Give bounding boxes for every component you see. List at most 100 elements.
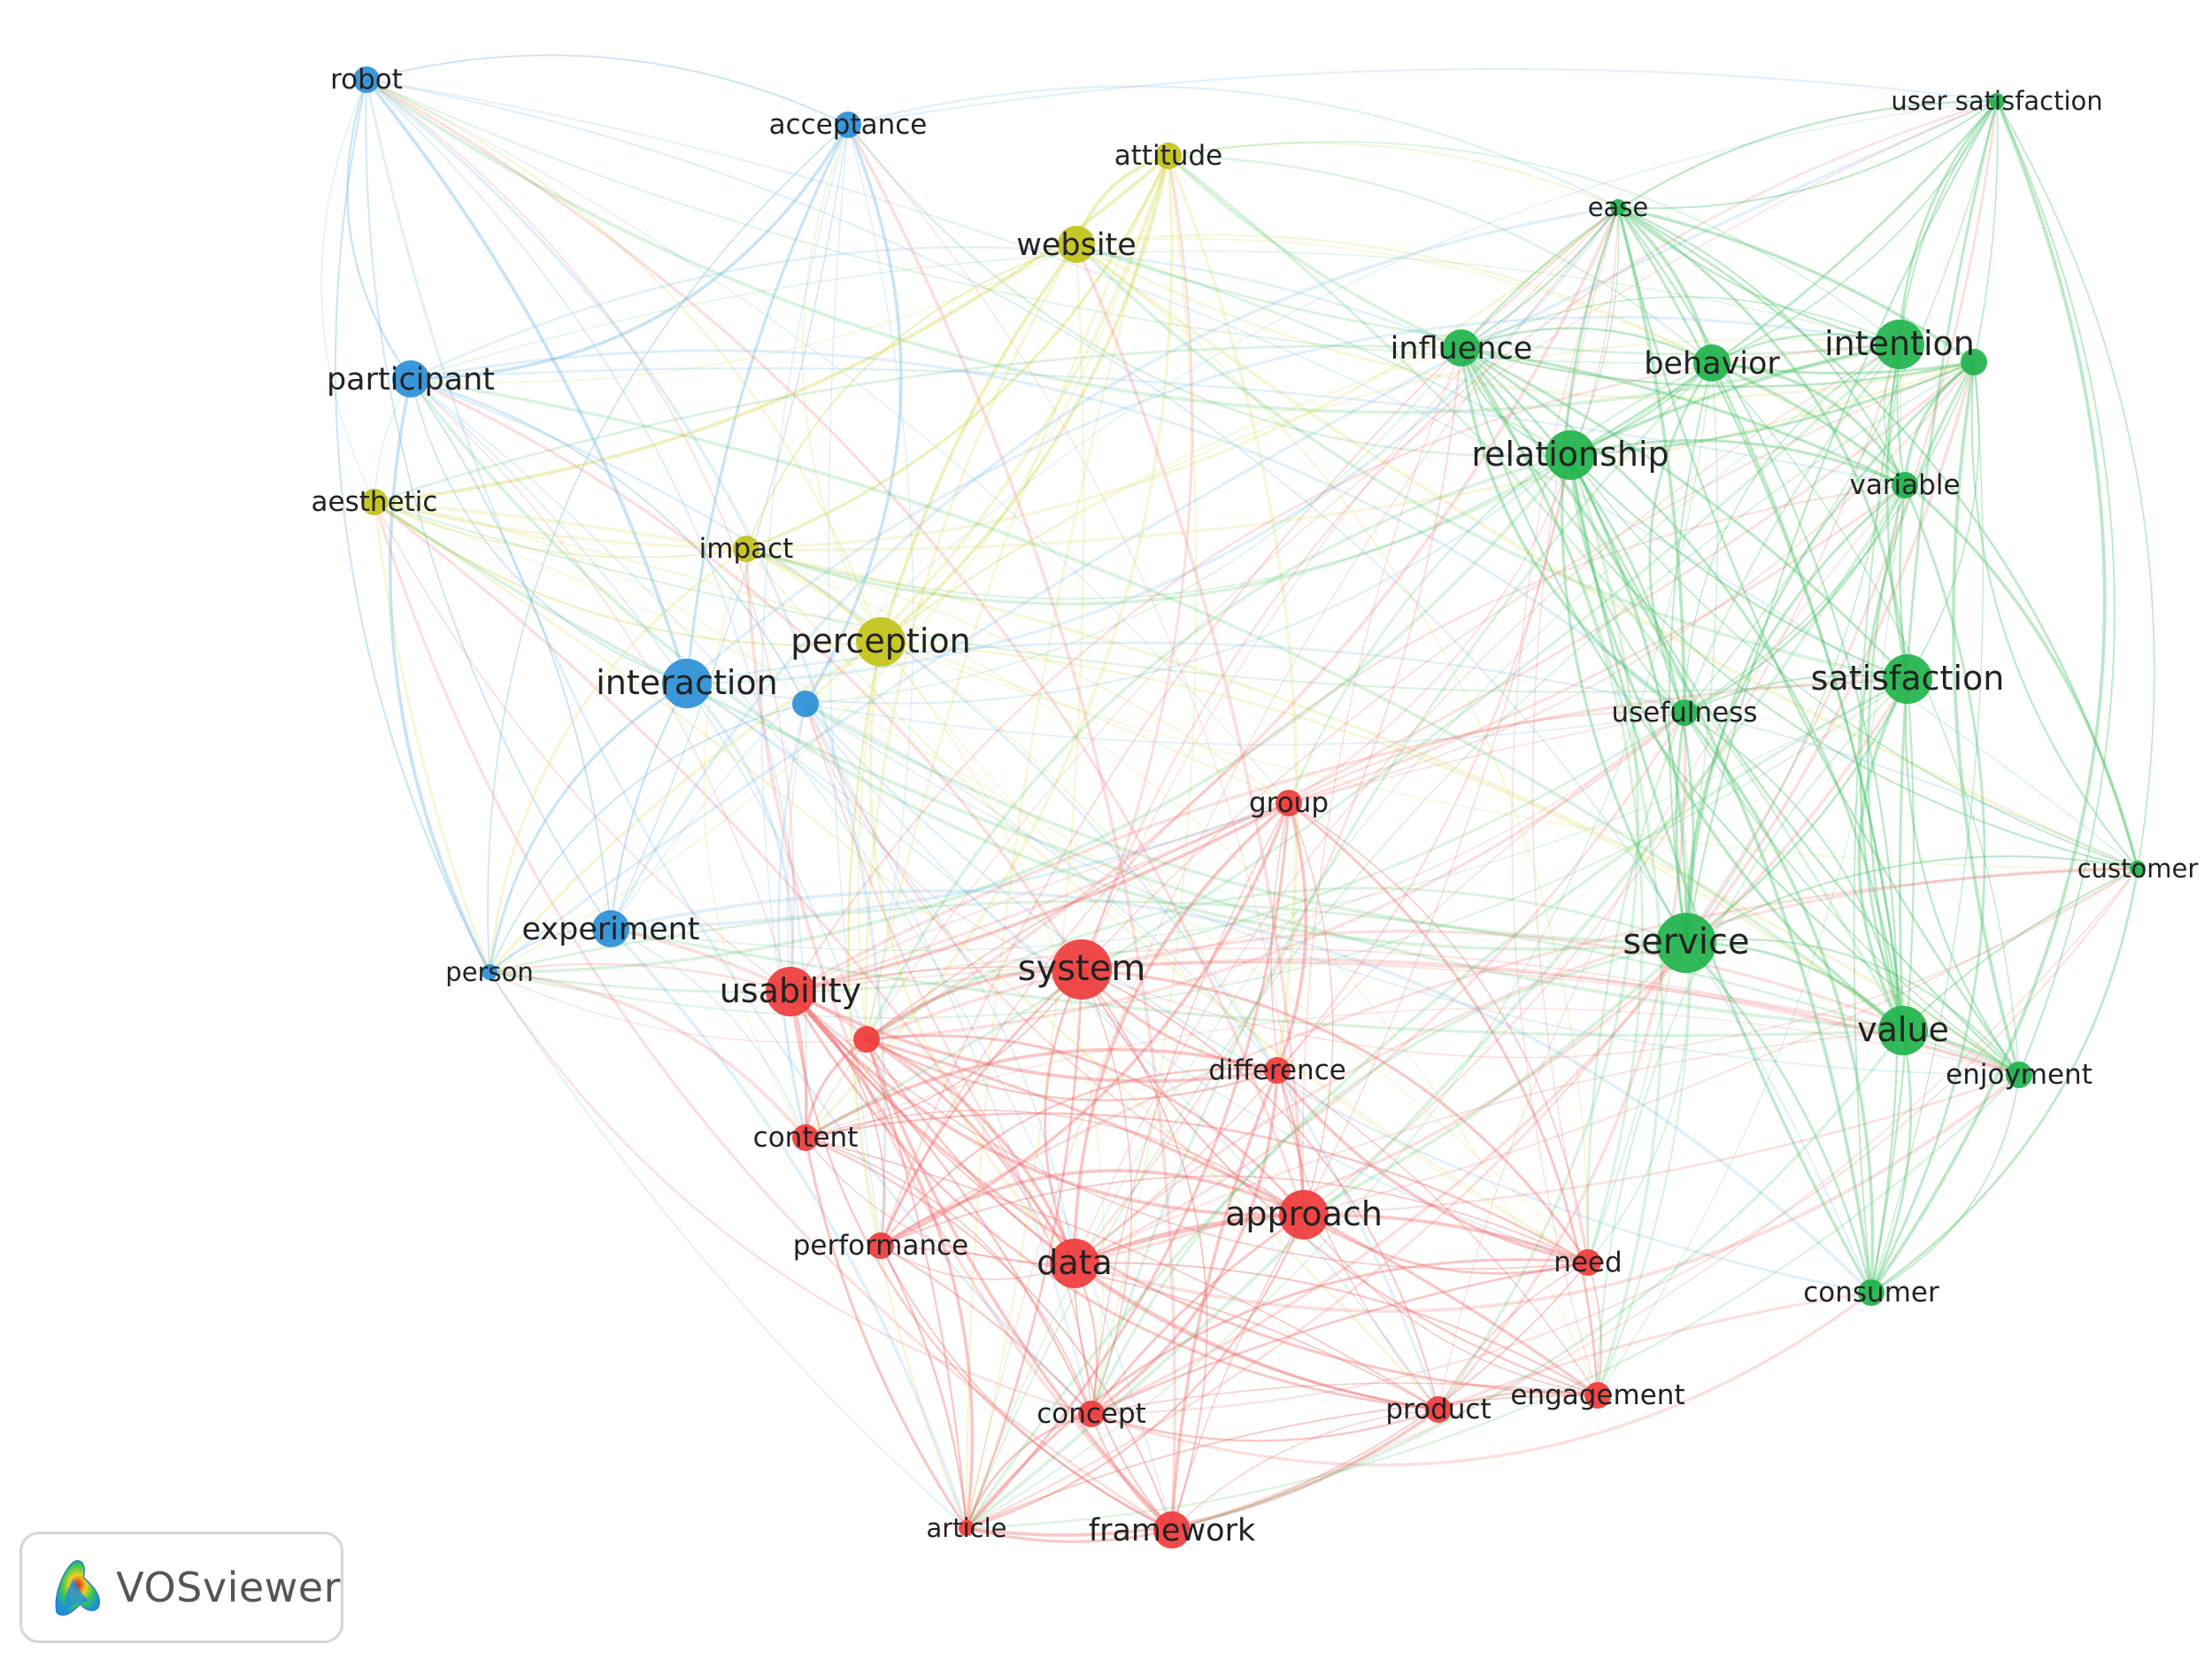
node-difference[interactable]: [1264, 1057, 1291, 1084]
node-label-attitude[interactable]: attitude: [1114, 140, 1222, 172]
node-label-approach[interactable]: approach: [1225, 1194, 1383, 1233]
edge-robot-content: [366, 79, 808, 1139]
edge-product-engagement: [1437, 1390, 1599, 1411]
node-ease[interactable]: [1610, 199, 1626, 215]
node-relationship[interactable]: [1545, 430, 1595, 480]
node-article[interactable]: [959, 1520, 975, 1536]
node-acceptance[interactable]: [835, 112, 861, 138]
edge-ease-satisfaction: [1617, 205, 1909, 680]
node-perception[interactable]: [856, 617, 906, 667]
node-service[interactable]: [1656, 913, 1716, 973]
edge-user-satisfaction-ease: [1617, 100, 1998, 210]
edge-ease-service: [1561, 206, 1688, 944]
node-label-website[interactable]: website: [1016, 228, 1137, 263]
node-system[interactable]: [1052, 939, 1112, 1000]
node-label-aesthetic[interactable]: aesthetic: [312, 486, 438, 518]
edge-behavior-customer: [1711, 361, 2139, 869]
node-label-acceptance[interactable]: acceptance: [769, 109, 928, 141]
node-usefulness[interactable]: [1671, 699, 1698, 726]
node-red-unlabeled[interactable]: [853, 1026, 880, 1053]
node-influence[interactable]: [1443, 329, 1480, 367]
edge-approach-customer: [1303, 868, 2139, 1216]
node-label-usability[interactable]: usability: [720, 971, 861, 1010]
node-label-group[interactable]: group: [1249, 787, 1329, 819]
node-label-article[interactable]: article: [927, 1513, 1007, 1543]
node-framework[interactable]: [1153, 1511, 1191, 1548]
edge-system-customer: [1081, 868, 2139, 1059]
edge-participant-intention: [410, 251, 1900, 380]
node-intention[interactable]: [1875, 320, 1924, 369]
node-label-service[interactable]: service: [1622, 922, 1749, 962]
node-group[interactable]: [1276, 790, 1302, 816]
node-label-experiment[interactable]: experiment: [521, 912, 699, 947]
node-label-framework[interactable]: framework: [1089, 1513, 1256, 1548]
node-concept[interactable]: [1078, 1401, 1105, 1427]
node-value[interactable]: [1878, 1006, 1928, 1055]
node-approach[interactable]: [1279, 1190, 1329, 1239]
node-consumer[interactable]: [1858, 1279, 1884, 1306]
node-satisfaction[interactable]: [1883, 654, 1932, 704]
node-need[interactable]: [1575, 1249, 1601, 1276]
node-content[interactable]: [792, 1124, 819, 1151]
node-customer[interactable]: [2130, 861, 2146, 876]
node-label-interaction[interactable]: interaction: [596, 663, 778, 702]
edge-system-concept: [1081, 969, 1133, 1415]
node-label-variable[interactable]: variable: [1849, 469, 1960, 501]
node-person[interactable]: [482, 964, 497, 980]
node-website[interactable]: [1058, 226, 1095, 263]
node-label-system[interactable]: system: [1018, 948, 1146, 989]
node-label-satisfaction[interactable]: satisfaction: [1811, 659, 2005, 698]
node-label-influence[interactable]: influence: [1391, 331, 1533, 367]
node-label-robot[interactable]: robot: [330, 64, 403, 96]
node-user-satisfaction[interactable]: [1989, 93, 2005, 109]
edge-system-data: [1044, 969, 1083, 1264]
node-aesthetic[interactable]: [361, 489, 388, 515]
node-label-relationship[interactable]: relationship: [1471, 435, 1669, 474]
edge-acceptance-interaction: [685, 124, 850, 684]
node-label-product[interactable]: product: [1385, 1394, 1491, 1425]
node-label-value[interactable]: value: [1857, 1010, 1949, 1049]
node-label-behavior[interactable]: behavior: [1644, 346, 1780, 382]
node-impact[interactable]: [733, 536, 759, 562]
edge-system-framework: [1081, 969, 1208, 1531]
node-label-customer[interactable]: customer: [2077, 853, 2199, 884]
edge-red-unlabeled-relationship: [865, 453, 1571, 1040]
node-label-impact[interactable]: impact: [699, 533, 794, 565]
node-product[interactable]: [1425, 1396, 1452, 1423]
node-label-need[interactable]: need: [1553, 1247, 1622, 1278]
node-behavior[interactable]: [1693, 344, 1730, 382]
node-attitude[interactable]: [1155, 143, 1182, 169]
node-label-perception[interactable]: perception: [790, 622, 970, 660]
node-green-unlabeled[interactable]: [1961, 349, 1987, 375]
node-variable[interactable]: [1892, 472, 1918, 498]
edge-impact-need: [745, 548, 1589, 1263]
edge-blue-unlabeled-system: [805, 703, 1083, 970]
node-label-participant[interactable]: participant: [327, 362, 495, 398]
node-label-user-satisfaction[interactable]: user satisfaction: [1891, 86, 2102, 116]
node-interaction[interactable]: [662, 659, 712, 708]
node-label-content[interactable]: content: [753, 1122, 859, 1154]
node-experiment[interactable]: [592, 910, 629, 947]
edge-approach-service: [1303, 941, 1688, 1216]
node-label-consumer[interactable]: consumer: [1803, 1277, 1939, 1309]
node-usability[interactable]: [766, 967, 815, 1016]
node-label-concept[interactable]: concept: [1037, 1398, 1146, 1430]
node-label-enjoyment[interactable]: enjoyment: [1946, 1059, 2093, 1091]
edge-green-unlabeled-customer: [1970, 361, 2139, 869]
node-enjoyment[interactable]: [2006, 1062, 2032, 1088]
node-label-engagement[interactable]: engagement: [1510, 1379, 1684, 1411]
node-label-intention[interactable]: intention: [1824, 324, 1975, 363]
node-label-difference[interactable]: difference: [1208, 1054, 1346, 1086]
node-participant[interactable]: [392, 360, 429, 398]
node-engagement[interactable]: [1584, 1382, 1611, 1409]
node-label-usefulness[interactable]: usefulness: [1611, 697, 1757, 729]
node-data[interactable]: [1050, 1239, 1099, 1288]
node-performance[interactable]: [867, 1232, 894, 1259]
node-blue-unlabeled[interactable]: [792, 691, 819, 717]
edge-usability-intention: [789, 343, 1900, 992]
node-robot[interactable]: [353, 66, 380, 93]
node-label-data[interactable]: data: [1037, 1243, 1113, 1282]
node-label-person[interactable]: person: [445, 957, 533, 987]
node-label-performance[interactable]: performance: [793, 1230, 969, 1262]
node-label-ease[interactable]: ease: [1588, 192, 1649, 222]
